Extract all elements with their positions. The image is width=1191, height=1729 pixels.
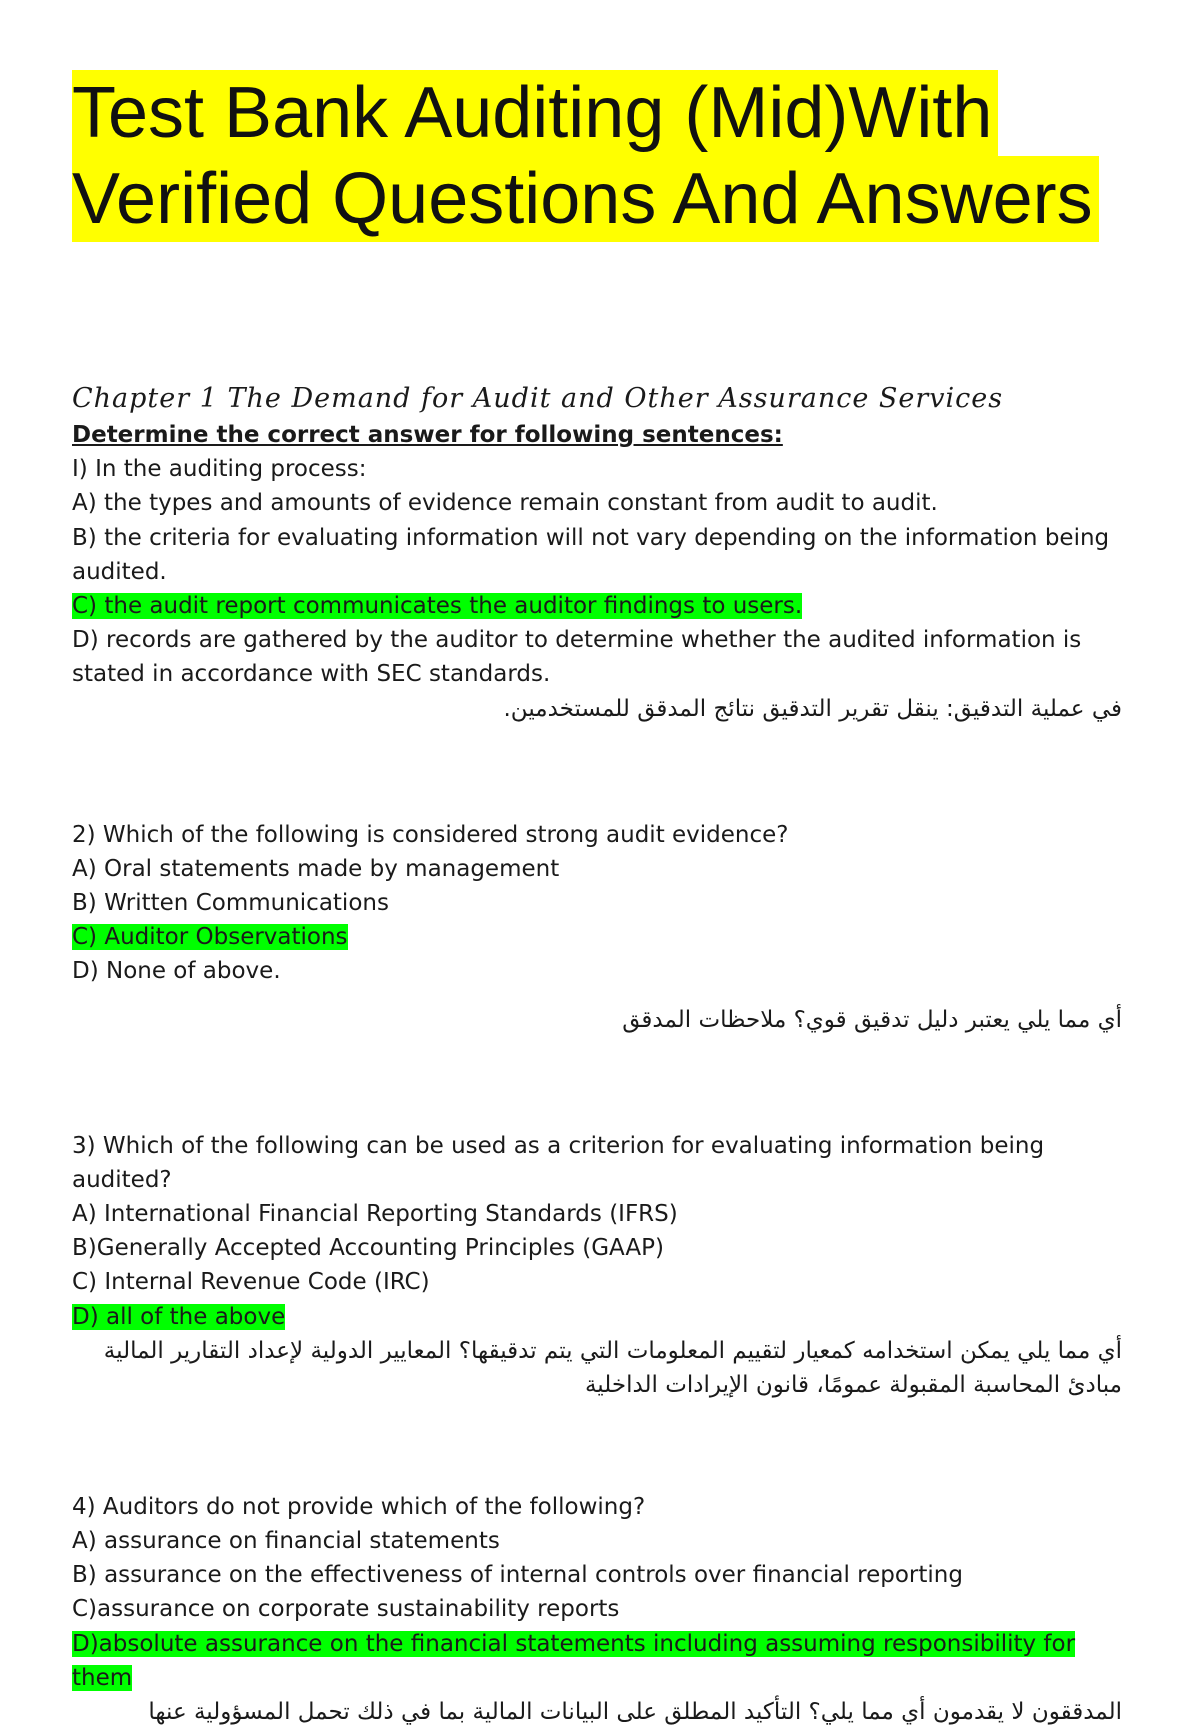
arabic-translation: المدققون لا يقدمون أي مما يلي؟ التأكيد ا… [148, 1699, 1122, 1726]
answer-option: A) Oral statements made by management [72, 855, 560, 882]
correct-answer-option: C) the audit report communicates the aud… [72, 589, 1122, 623]
answer-option: D) None of above. [72, 958, 281, 985]
spacer [72, 1037, 1122, 1129]
answer-option: C) Internal Revenue Code (IRC) [72, 1269, 430, 1296]
answer-option: C)assurance on corporate sustainability … [72, 1596, 620, 1623]
question-stem: 3) Which of the following can be used as… [72, 1132, 1045, 1193]
answer-highlight: D)absolute assurance on the financial st… [72, 1630, 1076, 1691]
answer-option: A) the types and amounts of evidence rem… [72, 490, 938, 517]
instruction-heading: Determine the correct answer for followi… [72, 422, 783, 448]
answer-option: B) Written Communications [72, 890, 389, 917]
document-body: Chapter 1 The Demand for Audit and Other… [72, 380, 1122, 1729]
question-stem: I) In the auditing process: [72, 456, 367, 483]
question-block: 4) Auditors do not provide which of the … [72, 1490, 1122, 1729]
answer-option: B) the criteria for evaluating informati… [72, 524, 1110, 585]
question-block: 3) Which of the following can be used as… [72, 1129, 1122, 1402]
answer-option: B)Generally Accepted Accounting Principl… [72, 1235, 665, 1262]
spacer [72, 726, 1122, 818]
title-line-2: Verified Questions And Answers [72, 156, 1099, 242]
spacer [72, 1402, 1122, 1490]
answer-highlight: D) all of the above [72, 1303, 286, 1330]
document-title: Test Bank Auditing (Mid)With Verified Qu… [72, 70, 1122, 242]
arabic-translation: في عملية التدقيق: ينقل تقرير التدقيق نتا… [503, 695, 1123, 722]
chapter-heading: Chapter 1 The Demand for Audit and Other… [72, 383, 1004, 414]
answer-option: B) assurance on the effectiveness of int… [72, 1562, 963, 1589]
answer-option: D) records are gathered by the auditor t… [72, 627, 1082, 688]
arabic-translation: أي مما يلي يعتبر دليل تدقيق قوي؟ ملاحظات… [622, 1006, 1122, 1033]
correct-answer-option: D)absolute assurance on the financial st… [72, 1627, 1122, 1695]
answer-option: A) assurance on financial statements [72, 1528, 500, 1555]
answer-option: A) International Financial Reporting Sta… [72, 1201, 678, 1228]
question-block: I) In the auditing process: A) the types… [72, 452, 1122, 725]
arabic-translation: أي مما يلي يمكن استخدامه كمعيار لتقييم ا… [103, 1337, 1122, 1364]
document-page: Test Bank Auditing (Mid)With Verified Qu… [72, 70, 1122, 1725]
title-line-1: Test Bank Auditing (Mid)With [72, 70, 999, 156]
question-stem: 4) Auditors do not provide which of the … [72, 1493, 646, 1520]
question-stem: 2) Which of the following is considered … [72, 821, 789, 848]
correct-answer-option: D) all of the above [72, 1300, 1122, 1334]
correct-answer-option: C) Auditor Observations [72, 920, 1122, 954]
arabic-translation: مبادئ المحاسبة المقبولة عمومًا، قانون ال… [584, 1371, 1122, 1398]
answer-highlight: C) Auditor Observations [72, 924, 348, 951]
question-block: 2) Which of the following is considered … [72, 818, 1122, 1037]
answer-highlight: C) the audit report communicates the aud… [72, 593, 803, 620]
